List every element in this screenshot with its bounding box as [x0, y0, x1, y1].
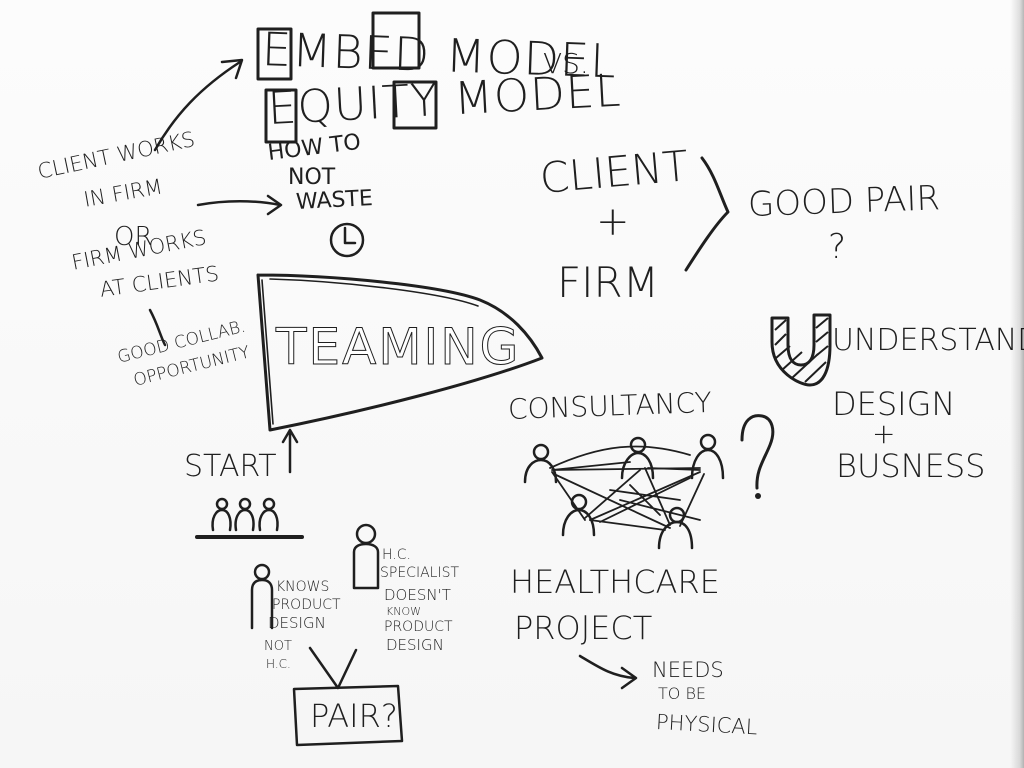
person-designer-icon — [250, 563, 274, 630]
arrow-head-embed — [220, 58, 244, 80]
board-edge-shadow — [1010, 0, 1024, 768]
consultancy-network-icon — [523, 433, 725, 550]
teaming-label: Teaming — [275, 318, 521, 376]
team-people-icon — [195, 497, 304, 539]
clock-icon — [329, 222, 365, 258]
pair-box — [292, 684, 404, 747]
arrow-to-embed-model — [153, 60, 242, 152]
specialist-line-2: specialist — [380, 565, 460, 581]
to-be-label: to be — [658, 684, 707, 703]
designer-line-2: product — [272, 597, 341, 613]
how-to-line-3: waste — [295, 185, 374, 215]
specialist-line-5: product — [384, 619, 453, 635]
designer-line-4: not — [264, 639, 292, 654]
needs-label: Needs — [652, 658, 724, 682]
good-pair-question: ? — [828, 227, 847, 267]
arrow-to-how-to — [196, 200, 282, 207]
letter-box-e-top — [256, 27, 293, 81]
question-mark-icon — [740, 414, 775, 499]
specialist-line-6: design — [386, 636, 444, 654]
physical-label: physical — [655, 710, 759, 740]
start-arrow — [281, 428, 299, 474]
client-works-or: OR — [114, 222, 153, 252]
client-label: Client — [537, 141, 691, 203]
client-firm-plus: + — [596, 199, 630, 245]
design-label: Design — [832, 385, 956, 423]
how-to-line-2: not — [288, 165, 336, 190]
title-vs: VS. — [543, 47, 589, 80]
consultancy-label: Consultancy — [507, 385, 713, 426]
designer-line-1: Knows — [276, 579, 330, 595]
arrow-head-needs — [620, 666, 638, 690]
firm-label: Firm — [557, 258, 659, 307]
design-business-plus: + — [872, 417, 896, 450]
arrow-to-needs — [578, 654, 636, 680]
arrow-head-how-to — [266, 194, 283, 216]
specialist-line-1: H.C. — [382, 547, 411, 563]
business-label: Busness — [836, 447, 986, 485]
start-label: Start — [184, 449, 277, 484]
pair-label: Pair? — [310, 697, 398, 735]
healthcare-label: Healthcare — [510, 563, 720, 601]
specialist-line-3: doesn't — [384, 586, 451, 604]
understand-label: Understand — [832, 323, 1024, 358]
connector-pair — [308, 646, 358, 690]
connector-good-collab — [148, 308, 167, 347]
good-pair-label: Good pair — [747, 178, 941, 225]
letter-u-shaded — [770, 313, 832, 387]
designer-line-5: H.C. — [266, 657, 291, 671]
person-specialist-icon — [352, 523, 380, 590]
project-label: project — [514, 609, 653, 647]
teaming-flag — [256, 273, 544, 432]
teaming-flag-inner — [261, 278, 479, 425]
specialist-line-4: know — [386, 605, 421, 618]
letter-box-m-top — [371, 11, 421, 70]
brace-client-firm — [684, 156, 730, 272]
letter-box-e-bottom — [264, 88, 298, 144]
letter-box-m-bottom — [392, 80, 438, 130]
designer-line-3: design — [268, 614, 326, 632]
